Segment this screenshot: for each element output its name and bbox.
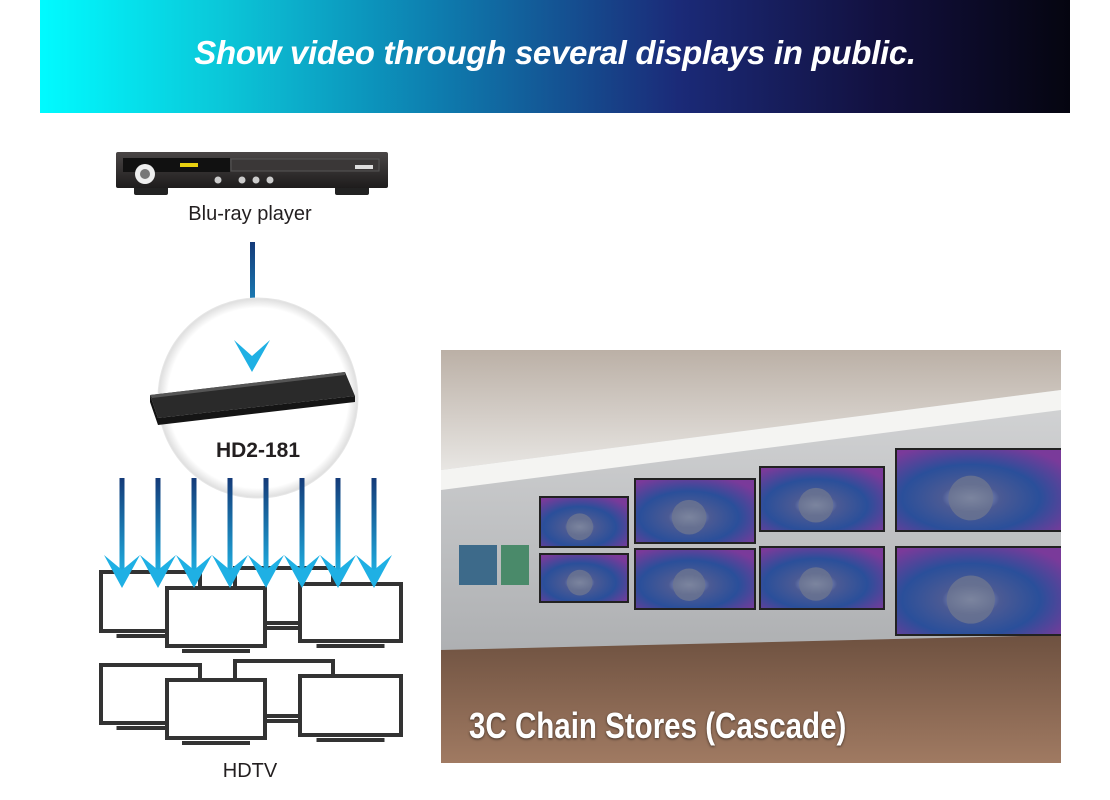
store-tv-wall [539, 448, 1061, 636]
output-arrow [212, 478, 248, 588]
store-tv [759, 546, 885, 610]
store-photo: 3C Chain Stores (Cascade) [441, 350, 1061, 763]
device-label: HD2-181 [215, 439, 301, 462]
store-tv [759, 466, 885, 532]
output-arrow [140, 478, 176, 588]
hdtv-label: HDTV [222, 760, 278, 782]
store-tv [634, 478, 756, 544]
side-display [459, 545, 497, 585]
side-display [501, 545, 529, 585]
hdtv-icon [165, 586, 267, 653]
store-tv [539, 553, 629, 603]
hdtv-icon [298, 674, 403, 742]
store-photo-image [441, 350, 1061, 763]
output-arrow [284, 478, 320, 588]
output-arrows [104, 478, 392, 588]
output-arrow [104, 478, 140, 588]
header-title: Show video through several displays in p… [194, 34, 916, 71]
output-arrow [356, 478, 392, 588]
blu-ray-player-image [116, 152, 388, 195]
input-arrow [250, 242, 255, 352]
output-arrow [176, 478, 212, 588]
store-tv [895, 448, 1061, 532]
input-arrow-head [234, 340, 270, 372]
output-arrow [320, 478, 356, 588]
store-tv [539, 496, 629, 548]
photo-caption: 3C Chain Stores (Cascade) [469, 705, 847, 746]
hdtv-icon [165, 678, 267, 745]
hdtv-group [99, 566, 403, 745]
header-banner: Show video through several displays in p… [40, 0, 1070, 113]
store-tv [895, 546, 1061, 636]
store-tv [634, 548, 756, 610]
hd2-181-device-image [150, 372, 355, 425]
blu-ray-player-label: Blu-ray player [188, 203, 312, 225]
hdtv-icon [298, 582, 403, 648]
output-arrow [248, 478, 284, 588]
